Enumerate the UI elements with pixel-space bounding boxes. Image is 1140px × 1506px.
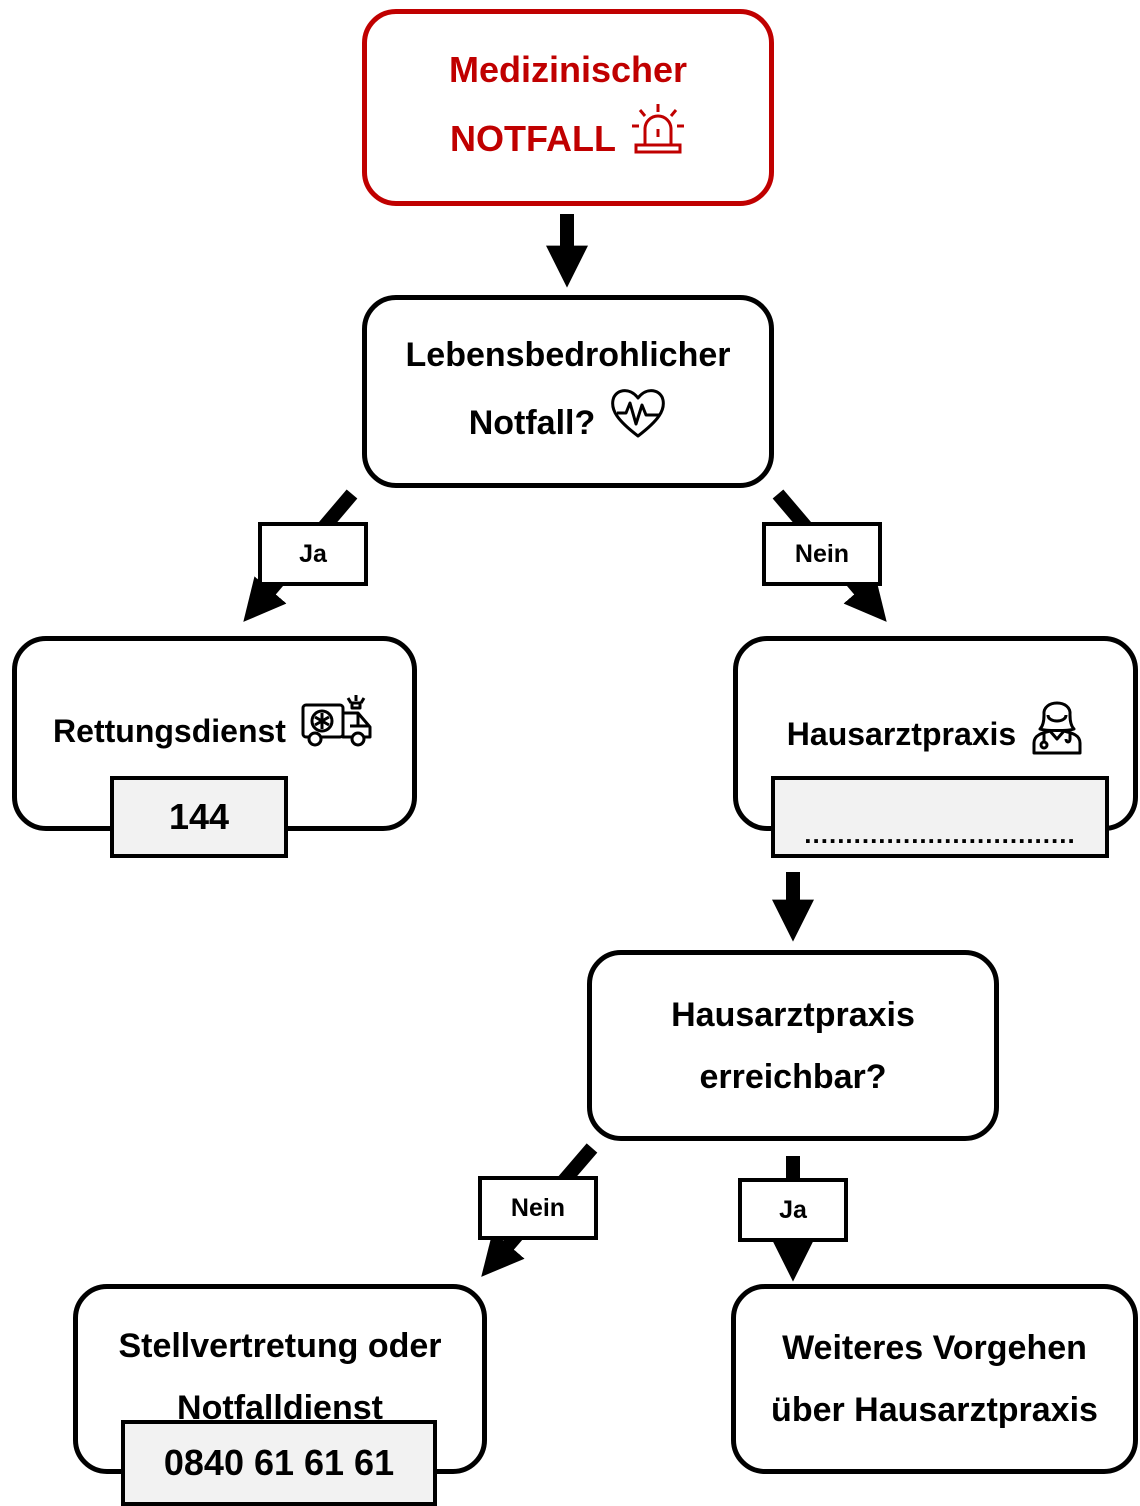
gp-reachable-line1: Hausarztpraxis [671, 995, 915, 1034]
gp-reachable-box: Hausarztpraxis erreichbar? [587, 950, 999, 1141]
further-steps-box: Weiteres Vorgehen über Hausarztpraxis [731, 1284, 1138, 1474]
ambulance-phone: 144 [110, 776, 288, 858]
edge-label-yes-right-text: Ja [779, 1195, 807, 1224]
edge-label-yes-left-text: Ja [299, 539, 327, 568]
ambulance-icon [300, 693, 376, 769]
edge-label-yes-left: Ja [258, 522, 368, 586]
further-steps-line2: über Hausarztpraxis [771, 1391, 1098, 1429]
further-steps-line1: Weiteres Vorgehen [782, 1329, 1087, 1367]
life-threatening-line2: Notfall? [468, 403, 596, 442]
edge-label-no-right-text: Nein [794, 539, 850, 568]
substitute-phone: 0840 61 61 61 [121, 1420, 437, 1506]
gp-practice-phone: ................................. [771, 776, 1109, 858]
ambulance-label: Rettungsdienst [53, 713, 286, 749]
life-threatening-line1: Lebensbedrohlicher [405, 335, 731, 374]
edge-label-yes-right: Ja [738, 1178, 848, 1242]
emergency-box: Medizinischer NOTFALL [362, 9, 774, 206]
edge-label-no-left: Nein [478, 1176, 598, 1240]
emergency-title-line2: NOTFALL [450, 117, 616, 159]
edge-label-no-left-text: Nein [510, 1193, 566, 1222]
gp-practice-label: Hausarztpraxis [786, 716, 1017, 752]
doctor-icon [1030, 693, 1084, 775]
substitute-phone-number: 0840 61 61 61 [163, 1442, 395, 1483]
life-threatening-box: Lebensbedrohlicher Notfall? [362, 295, 774, 488]
gp-reachable-line2: erreichbar? [699, 1057, 887, 1096]
substitute-line1: Stellvertretung oder [118, 1327, 442, 1365]
siren-icon [630, 101, 686, 176]
emergency-title-line1: Medizinischer [448, 49, 688, 90]
gp-practice-phone-number: ................................. [804, 819, 1076, 849]
ambulance-phone-number: 144 [168, 796, 230, 837]
heartbeat-icon [609, 386, 667, 460]
edge-label-no-right: Nein [762, 522, 882, 586]
